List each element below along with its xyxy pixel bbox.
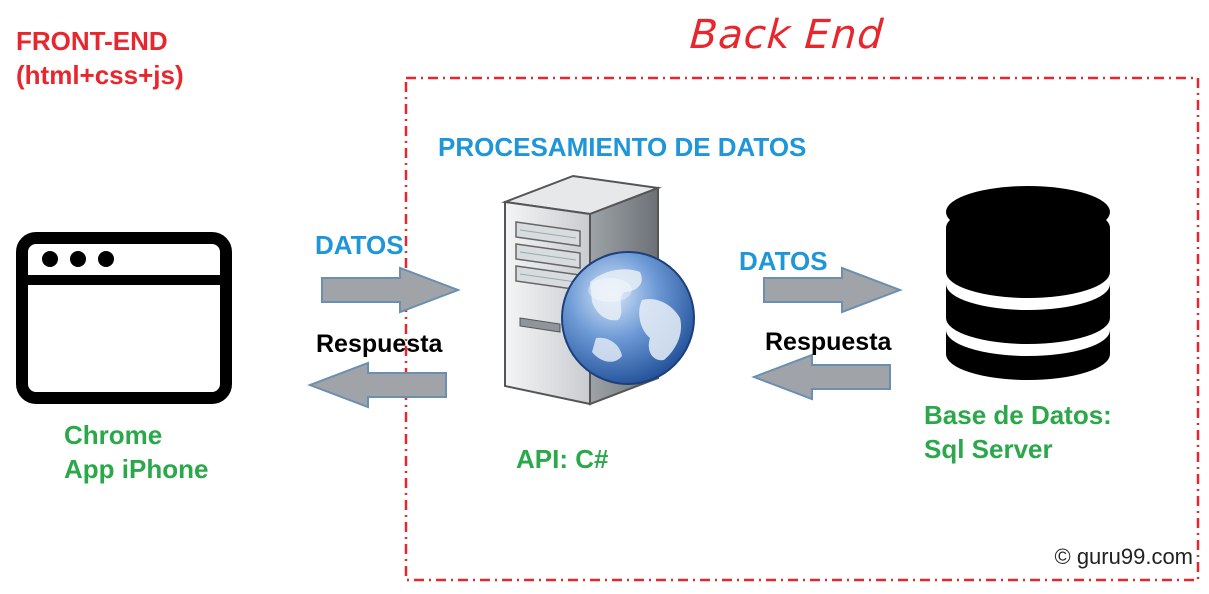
right-response-label: Respuesta (765, 328, 892, 356)
database-label: Base de Datos: Sql Server (924, 398, 1112, 466)
left-request-arrow (321, 266, 461, 314)
database-stack-icon (946, 186, 1110, 380)
back-end-title: Back End (688, 12, 886, 58)
api-label: API: C# (516, 444, 609, 474)
database-label-line1: Base de Datos: (924, 400, 1112, 430)
processing-label: PROCESAMIENTO DE DATOS (438, 132, 807, 162)
left-request-label: DATOS (315, 230, 404, 260)
backend-boundary (404, 76, 1200, 582)
browser-window-icon (16, 232, 232, 404)
left-response-arrow (307, 361, 447, 409)
client-label-line2: App iPhone (64, 454, 209, 484)
watermark: © guru99.com (1054, 544, 1194, 569)
right-response-arrow (751, 353, 891, 401)
right-request-arrow (763, 266, 903, 314)
client-label: Chrome App iPhone (64, 418, 208, 486)
front-end-title-line1: FRONT-END (16, 26, 168, 56)
server-globe-icon (501, 174, 695, 406)
front-end-title: FRONT-END (html+css+js) (16, 24, 184, 92)
right-request-label: DATOS (739, 246, 828, 276)
left-response-label: Respuesta (316, 330, 443, 358)
client-label-line1: Chrome (64, 420, 163, 450)
front-end-title-line2: (html+css+js) (16, 60, 184, 90)
database-label-line2: Sql Server (924, 434, 1053, 464)
